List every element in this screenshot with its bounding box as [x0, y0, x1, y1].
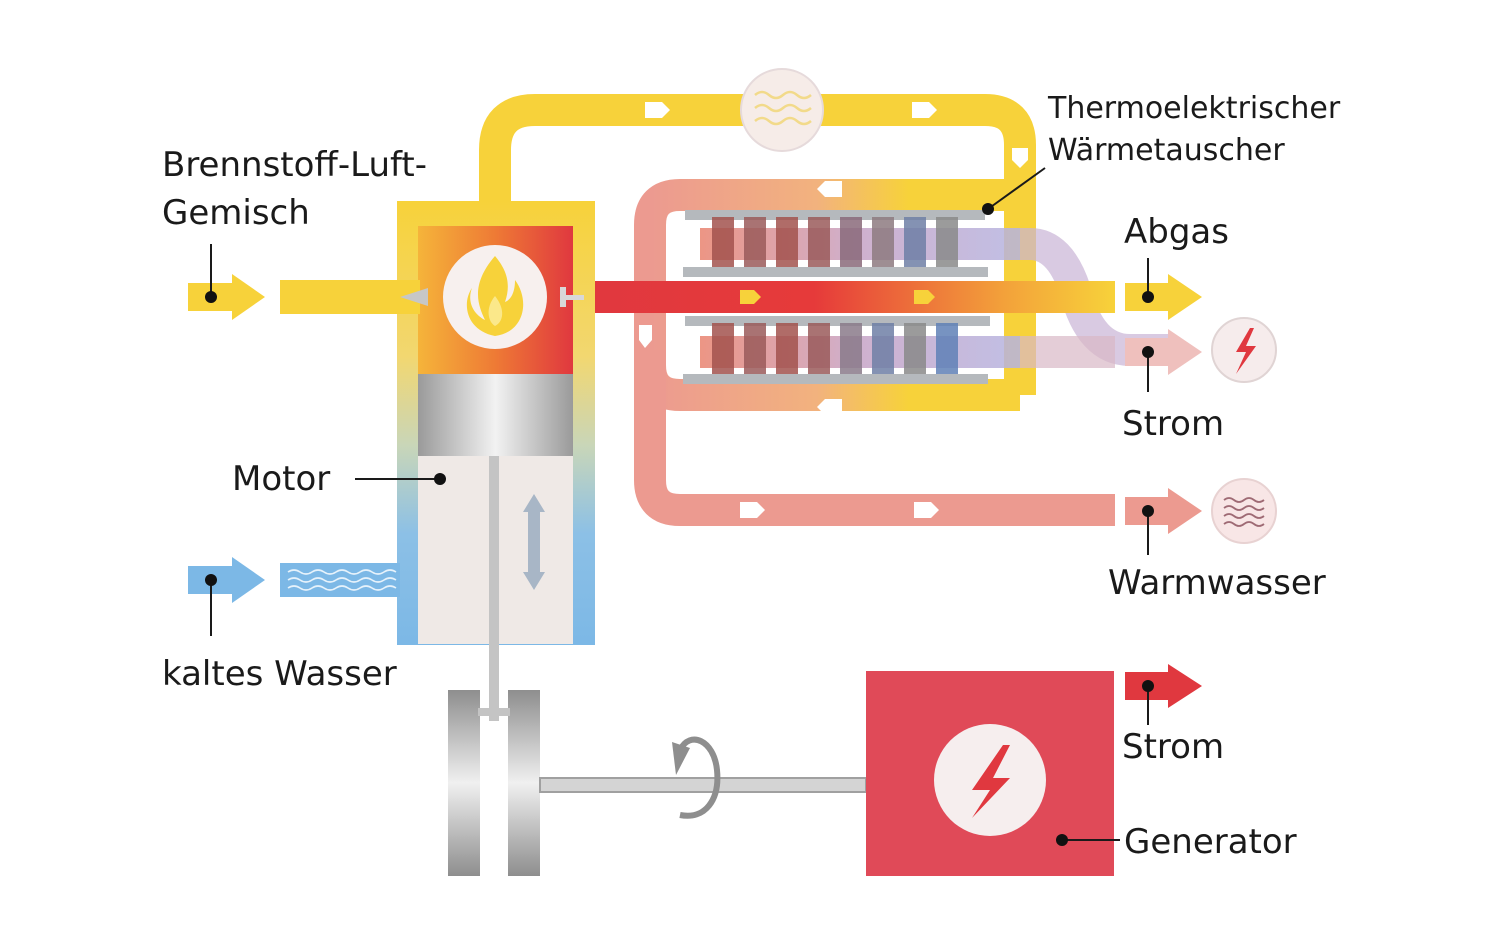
piston	[418, 374, 573, 456]
water-waves-icon	[287, 569, 397, 591]
thermoelectric-module-upper	[683, 210, 1020, 277]
lightning-icon	[934, 724, 1046, 836]
generator-power-output-arrow	[1125, 664, 1202, 708]
cold-water-pipe	[280, 563, 400, 597]
flow-arrow	[912, 102, 937, 118]
label-motor: Motor	[232, 459, 330, 499]
crank-pin	[478, 708, 510, 716]
drive-shaft	[539, 777, 867, 793]
connecting-rod	[489, 456, 499, 721]
flow-arrow	[1012, 148, 1028, 168]
label-power-generator: Strom	[1122, 727, 1224, 767]
exhaust-output-arrow	[1125, 274, 1202, 320]
fuel-air-input-arrow	[188, 274, 265, 320]
exhaust-valve	[560, 287, 584, 307]
label-exhaust: Abgas	[1124, 212, 1229, 252]
label-heat-exchanger-line2: Wärmetauscher	[1048, 133, 1285, 168]
label-fuel-air-line1: Brennstoff-Luft-	[162, 145, 427, 185]
flow-arrow	[817, 399, 842, 415]
label-fuel-air-line2: Gemisch	[162, 193, 310, 233]
inlet-valve	[400, 288, 428, 306]
thermoelectric-module-lower	[683, 316, 1020, 384]
label-heat-exchanger-line1: Thermoelektrischer	[1047, 91, 1341, 126]
warm-water-output-arrow	[1125, 488, 1202, 534]
heat-waves-icon	[740, 68, 824, 152]
te-power-output-arrow	[1125, 329, 1202, 375]
label-cold-water: kaltes Wasser	[162, 654, 397, 694]
label-hot-water: Warmwasser	[1108, 563, 1326, 603]
up-down-arrow-icon	[523, 494, 545, 590]
lightning-icon	[1211, 317, 1277, 383]
fuel-air-inlet-pipe	[280, 280, 420, 314]
flow-arrow	[645, 102, 670, 118]
warm-water-pipe	[634, 350, 1115, 526]
rotation-arrow-icon	[672, 736, 721, 819]
flow-arrow	[740, 502, 765, 518]
label-generator: Generator	[1124, 822, 1297, 862]
water-waves-icon	[1211, 478, 1277, 544]
flywheel-right	[508, 690, 540, 876]
leader-lines	[205, 167, 1154, 846]
flow-arrow	[914, 502, 939, 518]
flywheel-left	[448, 690, 480, 876]
flow-arrow	[740, 290, 761, 304]
fuel-loop-pipe	[479, 94, 1036, 395]
flow-arrow	[914, 290, 935, 304]
exhaust-pipe	[568, 281, 1115, 313]
flow-arrow	[817, 181, 842, 197]
flame-icon	[443, 245, 547, 349]
flow-arrow	[639, 325, 652, 348]
label-power-te: Strom	[1122, 404, 1224, 444]
cold-water-input-arrow	[188, 557, 265, 603]
